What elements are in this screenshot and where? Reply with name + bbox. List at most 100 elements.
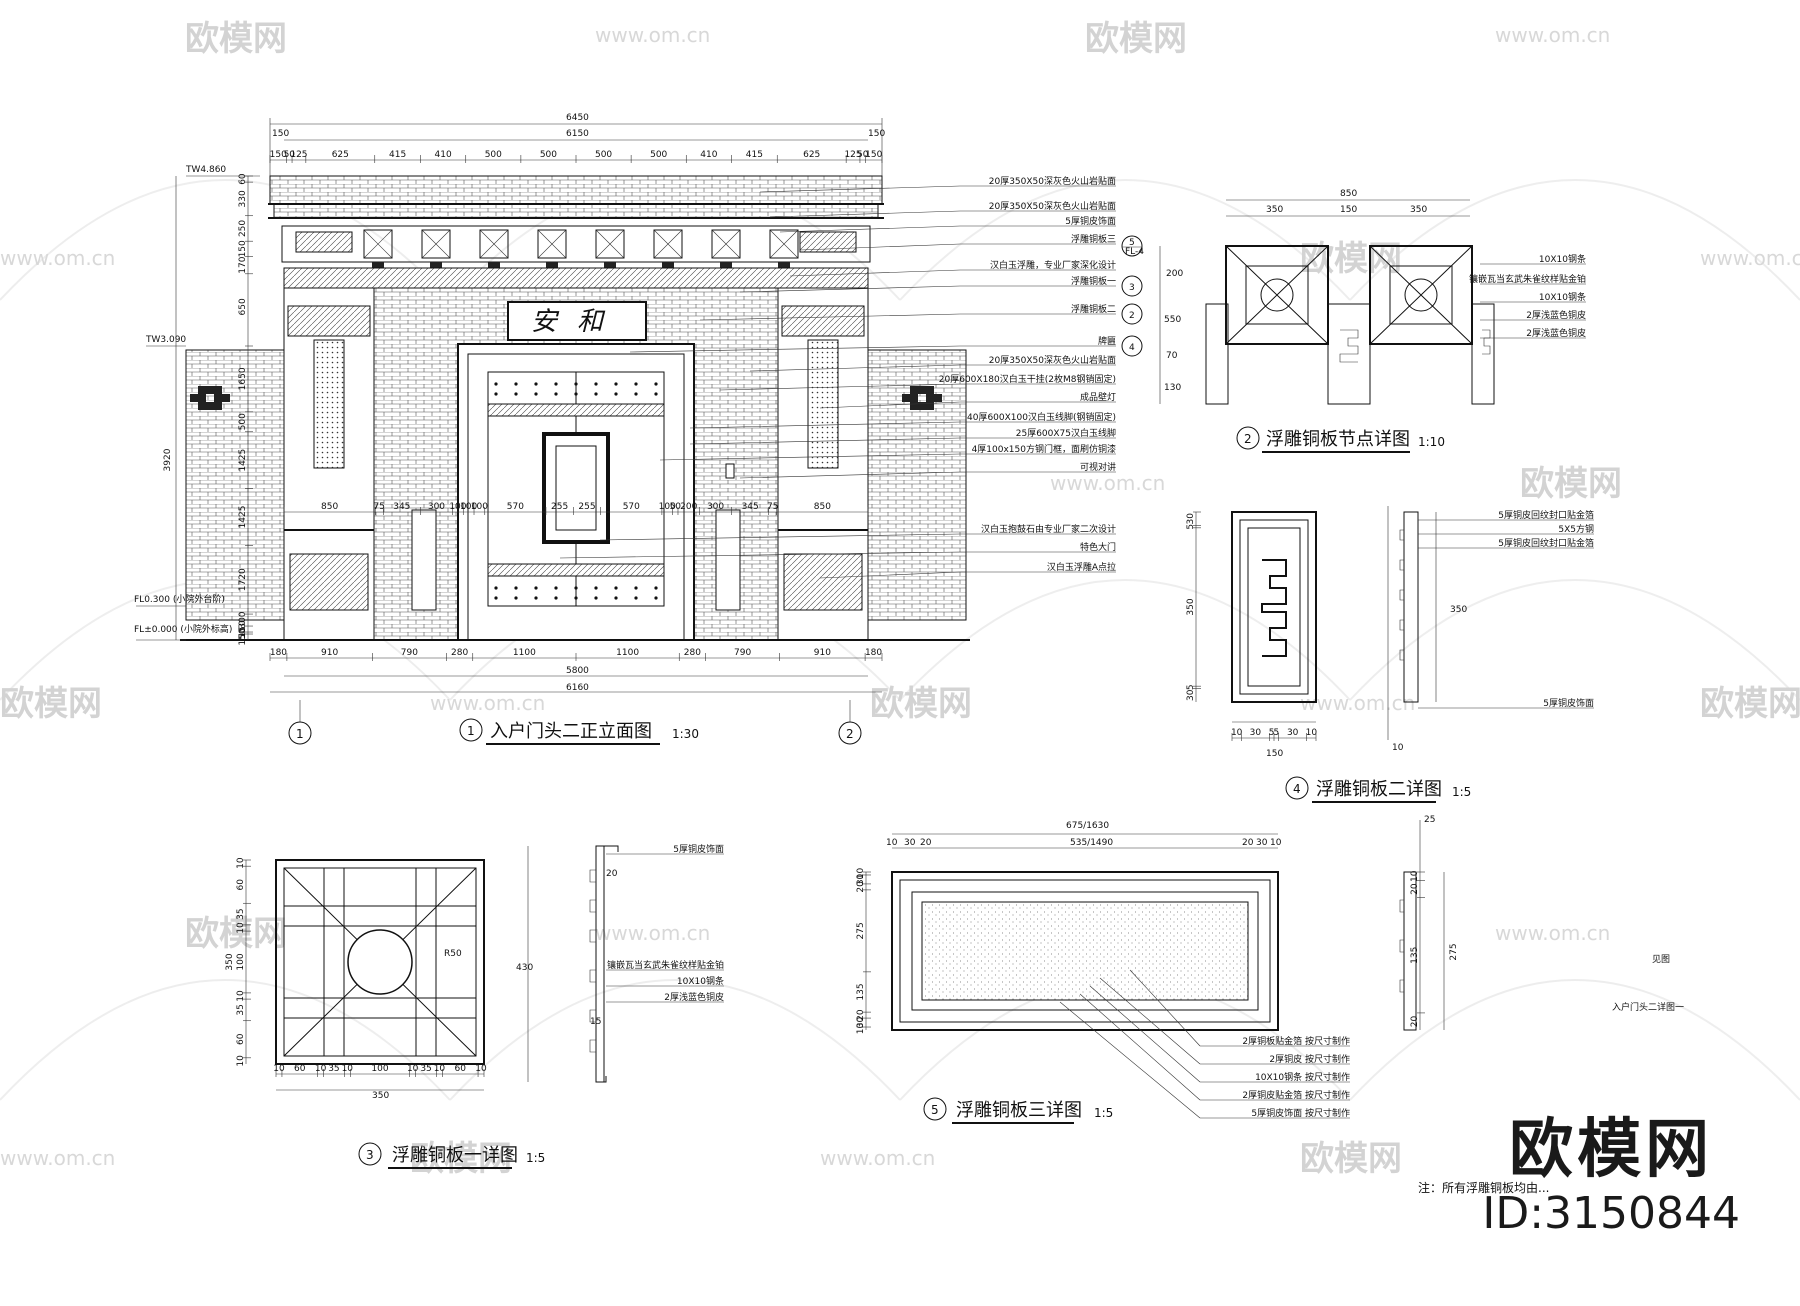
dim-overall-width: 6450	[566, 113, 589, 123]
door-stud	[554, 382, 558, 386]
level-side-wall: TW3.090	[145, 335, 186, 345]
dim-side: 650	[238, 298, 248, 315]
dim-mid-segment: 300	[707, 502, 724, 512]
callout-ref-bubble	[1121, 235, 1143, 257]
axis-bubble-right	[838, 721, 862, 745]
lattice-panel	[479, 229, 509, 259]
lattice-cross	[363, 229, 393, 259]
plate-two-scale: 1:5	[1452, 785, 1471, 799]
dim-bottom-segment: 180	[270, 648, 287, 658]
door-studs	[494, 382, 658, 600]
callout-ref-bubble	[1121, 303, 1143, 325]
dim-side: 50	[238, 627, 248, 639]
callout-leader	[629, 345, 961, 353]
plate-two-bottom-dim: 5	[1273, 728, 1279, 738]
dim-mid-segment: 100	[460, 502, 477, 512]
node-title: 浮雕铜板节点详图	[1266, 429, 1410, 450]
plate-three-side-dim: 30	[856, 1017, 866, 1029]
door-stud	[614, 596, 618, 600]
brand-mark: 欧模网 ID:3150844	[1482, 1118, 1740, 1236]
dim-side: 250	[238, 220, 248, 237]
callout-label: 汉白玉抱鼓石由专业厂家二次设计	[981, 523, 1116, 535]
plate-one-bottom-dim: 10	[315, 1064, 327, 1074]
plate-three-dim-f: 10	[1270, 838, 1282, 848]
plate-two-title-bubble	[1285, 776, 1309, 800]
node-dim-side-3: 130	[1164, 383, 1181, 393]
watermark-url: www.om.cn	[595, 23, 710, 47]
wall-lamp-right	[807, 339, 839, 469]
brand-id: ID:3150844	[1482, 1188, 1740, 1239]
dim-mid-segment: 75	[767, 502, 778, 512]
door-stud	[494, 586, 498, 590]
plate-three-callout-label: 10X10钢条 按尺寸制作	[1255, 1071, 1350, 1083]
door-stud	[594, 392, 598, 396]
door-stud	[614, 586, 618, 590]
base-relief-left	[289, 553, 369, 611]
plate-three-leader	[1089, 985, 1201, 1083]
door-stud	[614, 382, 618, 386]
door-stud	[534, 392, 538, 396]
dim-bottom-segment: 790	[401, 648, 418, 658]
plate-one-radius: R50	[444, 949, 462, 959]
plate-two-bottom-dim: 5	[1269, 728, 1275, 738]
callout-leader	[799, 243, 961, 251]
lattice-panel	[537, 229, 567, 259]
plate-three-side-dim: 10	[856, 1023, 866, 1035]
sheet-note: 注：所有浮雕铜板均由...	[1418, 1180, 1549, 1195]
plate-three-dim-a: 10	[886, 838, 898, 848]
plate-three-side-dim: 135	[856, 983, 866, 1000]
dim-bottom-segment: 1100	[616, 648, 639, 658]
plate-three-side-dim: 20	[856, 881, 866, 893]
callout-label: 浮雕铜板二	[1071, 303, 1116, 315]
node-callout-label: 2厚浅蓝色铜皮	[1526, 309, 1586, 321]
level-step: FL0.300 (小院外台阶)	[134, 593, 225, 605]
dim-side: 1720	[238, 568, 248, 591]
dim-mid-segment: 200	[680, 502, 697, 512]
dim-top-segment: 410	[700, 150, 717, 160]
plate-one-side-total: 350	[225, 953, 235, 970]
plate-one-bottom-dim: 100	[371, 1064, 388, 1074]
callout-leader	[689, 421, 961, 429]
callout-leader	[659, 453, 961, 461]
plate-three-section	[1403, 871, 1417, 1031]
plate-two-callout-label: 5X5方钢	[1558, 523, 1594, 535]
plate-two-section-height: 350	[1450, 605, 1467, 615]
dim-bottom-segment: 790	[734, 648, 751, 658]
dim-top-segment: 415	[746, 150, 763, 160]
callout-ref-sheet: FL-4	[1125, 247, 1144, 257]
lattice-cross	[479, 229, 509, 259]
door-stud	[514, 586, 518, 590]
plate-three-detail: 675/1630 10 30 20 535/1490 20 30 10 1030…	[856, 815, 1459, 1124]
dim-top-segment: 500	[540, 150, 557, 160]
callout-label: 浮雕铜板三	[1071, 233, 1116, 245]
lattice-panel	[769, 229, 799, 259]
dim-mid-segment: 255	[578, 502, 595, 512]
dim-bottom-segment: 910	[814, 648, 831, 658]
dim-top-segment: 125	[844, 150, 861, 160]
callout-ref-number: 2	[1129, 311, 1135, 321]
callout-label: 5厚铜皮饰面	[1065, 215, 1116, 227]
plate-two-side-dim: 5	[1186, 684, 1196, 690]
callout-label: 40厚600X100汉白玉线脚(钢销固定)	[967, 411, 1116, 423]
side-wall-ornament-left	[190, 386, 230, 410]
lattice-cross	[769, 229, 799, 259]
plate-one-bottom-dim: 60	[455, 1064, 467, 1074]
callout-leader	[719, 383, 961, 391]
dim-top-segment: 410	[435, 150, 452, 160]
plate-one-bottom-dim: 10	[434, 1064, 446, 1074]
plate-three-side-dim: 30	[856, 873, 866, 885]
door-stud	[514, 382, 518, 386]
plate-one-side-dim: 60	[236, 879, 246, 891]
dim-top-segment: 415	[389, 150, 406, 160]
plate-three-side-dim: 275	[856, 922, 866, 939]
callout-leader	[599, 533, 961, 541]
dim-side: 1425	[238, 449, 248, 472]
plate-three-side-dim: 20	[856, 1009, 866, 1021]
lattice-panel	[711, 229, 741, 259]
